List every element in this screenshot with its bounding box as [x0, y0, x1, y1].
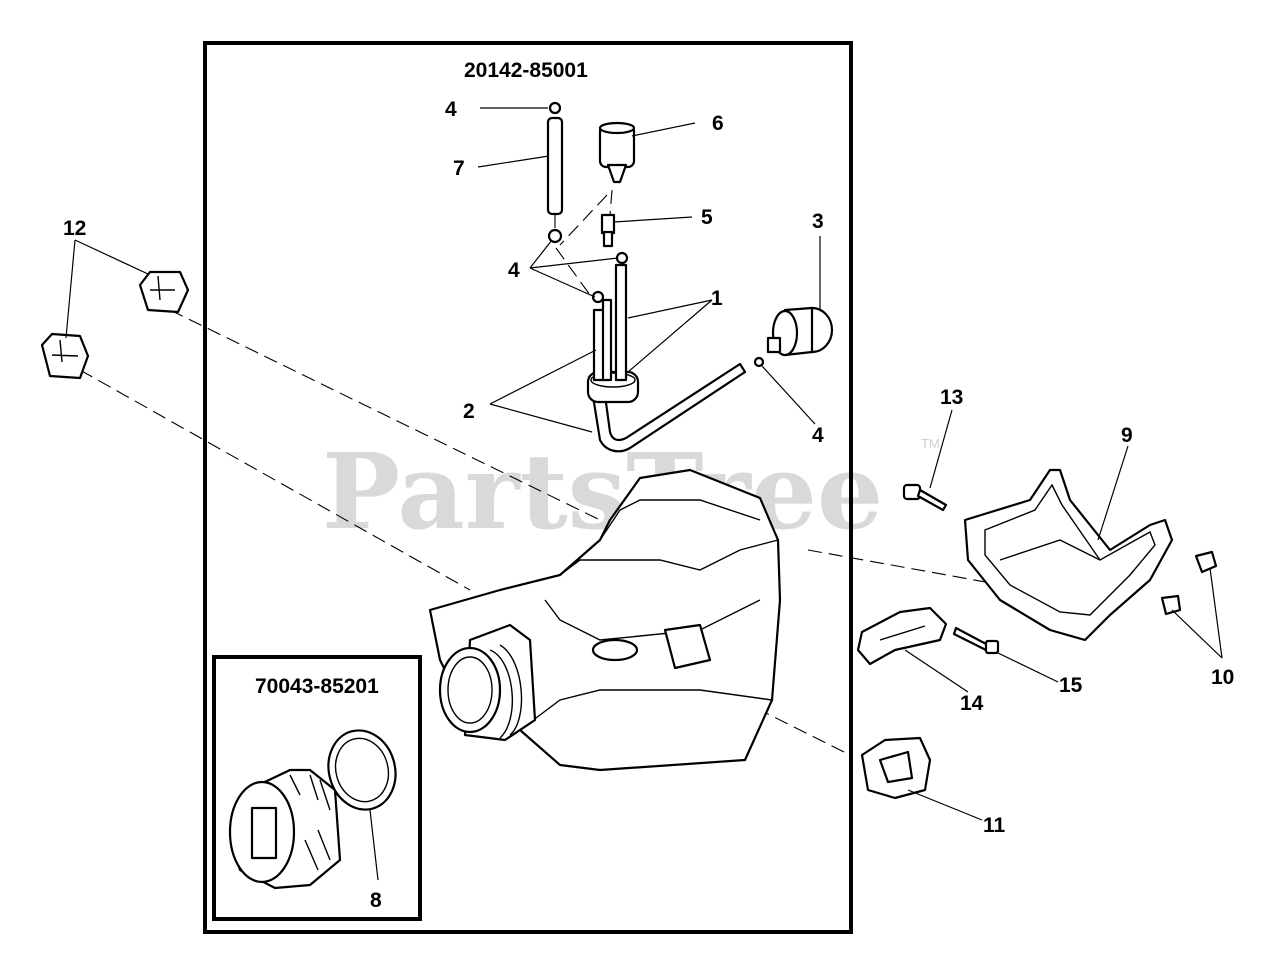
callout-4-right[interactable]: 4	[812, 424, 824, 447]
callout-10[interactable]: 10	[1211, 666, 1234, 689]
callout-8[interactable]: 8	[370, 889, 382, 912]
alignment-lines	[79, 189, 1031, 756]
callout-14[interactable]: 14	[960, 692, 984, 715]
clamp[interactable]	[856, 606, 948, 666]
cushion[interactable]	[860, 736, 932, 800]
callout-4-middle[interactable]: 4	[508, 259, 520, 282]
callout-13[interactable]: 13	[940, 386, 963, 409]
callout-12[interactable]: 12	[63, 217, 86, 240]
fuel-tank[interactable]	[428, 468, 782, 772]
cap-kit-box	[212, 655, 422, 921]
cap-gasket[interactable]	[320, 723, 404, 817]
callout-9[interactable]: 9	[1121, 424, 1133, 447]
tank-bracket[interactable]	[963, 468, 1174, 642]
callout-2[interactable]: 2	[463, 400, 475, 423]
fuel-line[interactable]	[590, 362, 747, 453]
spacer-lower[interactable]	[40, 332, 90, 380]
bracket-bolts[interactable]	[1160, 550, 1218, 616]
cap-kit-number[interactable]: 70043-85201	[255, 675, 379, 698]
callout-11[interactable]: 11	[983, 814, 1006, 837]
watermark-trademark: TM	[921, 436, 940, 451]
callout-4-top[interactable]: 4	[445, 98, 457, 121]
vent-tube[interactable]	[546, 101, 629, 304]
clamp-screw[interactable]	[952, 626, 1000, 655]
callout-15[interactable]: 15	[1059, 674, 1083, 697]
callout-6[interactable]: 6	[712, 112, 724, 135]
callout-1[interactable]: 1	[711, 287, 723, 310]
fuel-filter[interactable]	[753, 306, 834, 368]
callout-7[interactable]: 7	[453, 157, 465, 180]
vent-valve[interactable]	[598, 121, 636, 248]
callout-5[interactable]: 5	[701, 206, 713, 229]
main-kit-box	[203, 41, 853, 934]
spacer-upper[interactable]	[138, 270, 190, 314]
callout-3[interactable]: 3	[812, 210, 824, 233]
pickup-tubes[interactable]	[592, 263, 628, 382]
leader-lines	[65, 107, 1223, 881]
fuel-cap[interactable]	[228, 768, 342, 890]
main-kit-number[interactable]: 20142-85001	[464, 59, 588, 82]
bracket-screw[interactable]	[902, 483, 948, 512]
